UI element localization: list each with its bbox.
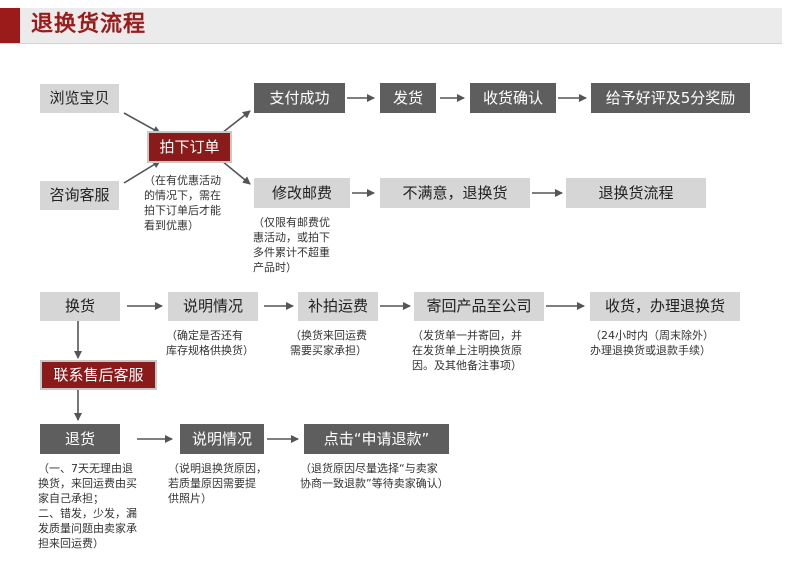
node-return-flow: 退换货流程 bbox=[566, 178, 706, 208]
node-click-refund: 点击“申请退款” bbox=[304, 424, 449, 454]
note-repay: （换货来回运费 需要买家承担） bbox=[290, 329, 367, 357]
note-order: （在有优惠活动 的情况下，需在 拍下订单后才能 看到优惠） bbox=[144, 174, 221, 232]
header-accent-bar bbox=[0, 8, 20, 43]
node-consult: 咨询客服 bbox=[40, 181, 119, 210]
node-browse: 浏览宝贝 bbox=[40, 84, 119, 113]
note-receive: （24小时内（周末除外） 办理退换货或退款手续） bbox=[590, 329, 714, 357]
note-click-refund: （退货原因尽量选择“与卖家 协商一致退款”等待卖家确认） bbox=[300, 462, 449, 490]
node-pay-success: 支付成功 bbox=[254, 83, 345, 113]
node-explain-2: 说明情况 bbox=[180, 424, 264, 454]
arrow-order-postage bbox=[221, 160, 251, 185]
node-unsatisfied: 不满意，退换货 bbox=[380, 178, 530, 208]
node-good-review: 给予好评及5分奖励 bbox=[591, 83, 750, 113]
node-ship: 发货 bbox=[380, 83, 436, 113]
arrow-order-pay bbox=[221, 110, 251, 134]
page-title: 退换货流程 bbox=[31, 12, 147, 37]
arrow-browse-order bbox=[123, 112, 161, 134]
arrow-consult-order bbox=[123, 160, 161, 184]
section-header: 退换货流程 bbox=[0, 8, 782, 44]
node-contact-service: 联系售后客服 bbox=[40, 360, 157, 390]
node-explain-1: 说明情况 bbox=[168, 292, 258, 321]
note-explain-2: （说明退换货原因， 若质量原因需要提 供照片） bbox=[168, 462, 267, 505]
node-receive-process: 收货，办理退换货 bbox=[590, 292, 740, 321]
node-refund: 退货 bbox=[40, 424, 120, 454]
node-confirm-receipt: 收货确认 bbox=[470, 83, 556, 113]
node-modify-postage: 修改邮费 bbox=[254, 178, 350, 208]
note-explain-1: （确定是否还有 库存规格供换货） bbox=[166, 329, 254, 357]
node-repay-shipping: 补拍运费 bbox=[298, 292, 378, 321]
node-send-back: 寄回产品至公司 bbox=[414, 292, 544, 321]
node-exchange: 换货 bbox=[40, 292, 120, 321]
note-refund: （一、7天无理由退 换货，来回运费由买 家自己承担； 二、错发，少发，漏 发质量… bbox=[38, 462, 137, 550]
note-postage: （仅限有邮费优 惠活动，或拍下 多件累计不超重 产品时） bbox=[253, 216, 330, 274]
node-order: 拍下订单 bbox=[147, 131, 232, 163]
note-send-back: （发货单一并寄回，并 在发货单上注明换货原 因。及其他备注事项） bbox=[412, 329, 522, 372]
